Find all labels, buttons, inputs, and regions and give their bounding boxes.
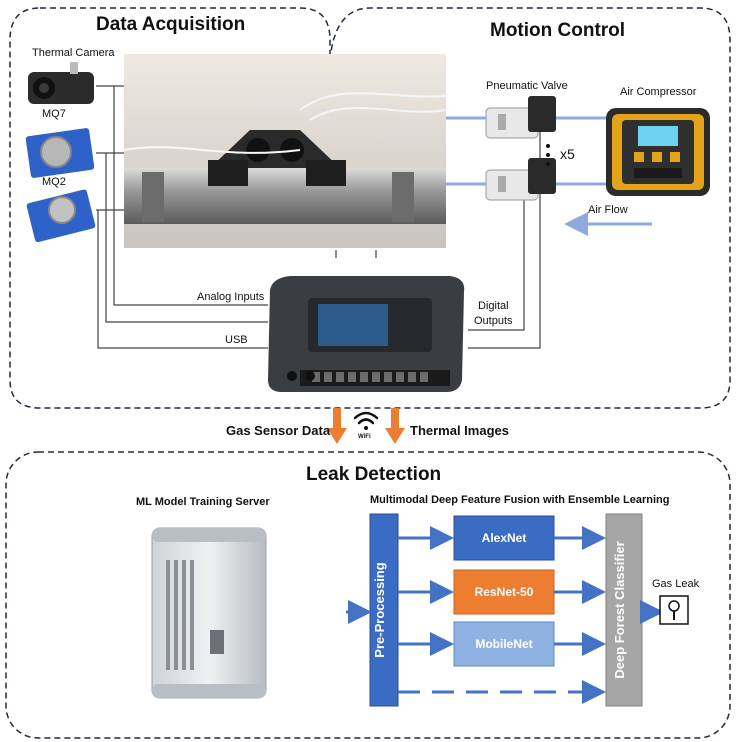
mobilenet-label: MobileNet — [475, 637, 533, 651]
wifi-label: WiFi — [358, 434, 371, 440]
leak-detection-title: Leak Detection — [306, 464, 442, 485]
data-acquisition-border — [9, 7, 731, 409]
wifi-icon — [353, 411, 379, 430]
pipeline-photo — [123, 54, 447, 248]
data-acquisition-title: Data Acquisition — [96, 14, 246, 35]
classifier-box — [605, 513, 643, 707]
air-lines — [446, 116, 606, 186]
preprocessing-box — [369, 513, 399, 707]
mq2-label: MQ2 — [42, 176, 66, 188]
gas-sensor-data-arrow — [327, 408, 347, 444]
digital-outputs-label-line1: Digital — [478, 300, 509, 312]
pneumatic-valve-label: Pneumatic Valve — [486, 80, 568, 92]
vertical-ellipsis — [546, 144, 550, 166]
sensor-wires — [96, 85, 541, 349]
thermal-images-label: Thermal Images — [410, 423, 509, 438]
valve-multiplier-label: x5 — [560, 146, 575, 162]
mq7-sensor-image — [25, 128, 95, 178]
resnet-box — [453, 569, 555, 615]
classifier-label: Deep Forest Classifier — [612, 541, 627, 678]
mq2-sensor-image — [26, 189, 96, 243]
motion-control-title: Motion Control — [490, 20, 626, 41]
fusion-title: Multimodal Deep Feature Fusion with Ense… — [370, 494, 670, 506]
mq7-label: MQ7 — [42, 108, 66, 120]
alexnet-box — [453, 515, 555, 561]
air-flow-label: Air Flow — [588, 204, 628, 216]
gas-leak-icon — [659, 595, 689, 625]
preprocessing-label: Pre-Processing — [372, 562, 387, 657]
digital-outputs-label-line2: Outputs — [474, 315, 513, 327]
pneumatic-valve-top — [485, 96, 556, 139]
mobilenet-box — [453, 621, 555, 667]
alexnet-label: AlexNet — [481, 531, 527, 545]
thermal-camera-image — [28, 62, 94, 104]
thermal-images-arrow — [385, 408, 405, 444]
analog-inputs-label: Analog Inputs — [197, 291, 265, 303]
resnet-label: ResNet-50 — [474, 585, 534, 599]
thermal-camera-label: Thermal Camera — [32, 47, 115, 59]
air-compressor-label: Air Compressor — [620, 86, 697, 98]
gas-sensor-data-label: Gas Sensor Data — [226, 423, 331, 438]
pneumatic-valve-bottom — [485, 158, 556, 201]
server-tower-image — [151, 527, 267, 699]
daq-device — [268, 276, 465, 392]
gas-leak-label: Gas Leak — [652, 578, 700, 590]
server-title: ML Model Training Server — [136, 496, 270, 508]
air-compressor-image — [606, 108, 710, 196]
usb-label: USB — [225, 334, 248, 346]
leak-detection-border — [5, 451, 731, 739]
